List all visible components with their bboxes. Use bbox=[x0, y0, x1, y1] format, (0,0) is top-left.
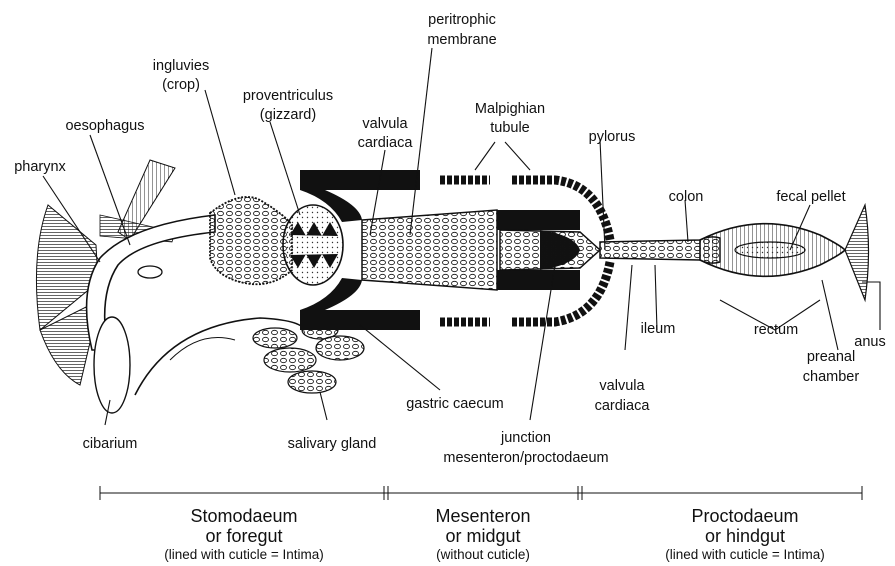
label-cibarium: cibarium bbox=[83, 436, 138, 452]
rectum-drawing bbox=[700, 224, 845, 277]
label-malpighian-2: tubule bbox=[490, 120, 530, 136]
label-peritrophic-1: peritrophic bbox=[428, 12, 496, 28]
oesophagus-ganglion bbox=[138, 266, 162, 278]
section-title: Proctodaeum bbox=[691, 506, 798, 526]
label-anus: anus bbox=[854, 334, 885, 350]
midgut bbox=[362, 210, 497, 290]
label-proventriculus-1: proventriculus bbox=[243, 88, 333, 104]
section-proctodaeum: Proctodaeum or hindgut (lined with cutic… bbox=[665, 506, 824, 562]
anus-fan bbox=[845, 205, 869, 300]
section-title: Stomodaeum bbox=[190, 506, 297, 526]
label-pylorus: pylorus bbox=[589, 129, 636, 145]
label-ingluvies-1: ingluvies bbox=[153, 58, 209, 74]
label-proventriculus-2: (gizzard) bbox=[260, 107, 316, 123]
label-valvula-bottom-1: valvula bbox=[599, 378, 645, 394]
label-oesophagus: oesophagus bbox=[65, 118, 144, 134]
section-note: (lined with cuticle = Intima) bbox=[665, 547, 824, 562]
section-subtitle: or midgut bbox=[445, 526, 520, 546]
section-brackets bbox=[100, 486, 862, 500]
fecal-pellet-shape bbox=[735, 242, 805, 258]
section-stomodaeum: Stomodaeum or foregut (lined with cuticl… bbox=[164, 506, 323, 562]
section-note: (without cuticle) bbox=[436, 547, 530, 562]
label-malpighian-1: Malpighian bbox=[475, 101, 545, 117]
label-ingluvies-2: (crop) bbox=[162, 77, 200, 93]
section-subtitle: or foregut bbox=[205, 526, 282, 546]
label-fecal-pellet: fecal pellet bbox=[776, 189, 845, 205]
cibarium-sac bbox=[94, 317, 130, 413]
gizzard bbox=[283, 205, 343, 285]
label-pharynx: pharynx bbox=[14, 159, 66, 175]
anatomy-drawing bbox=[36, 160, 868, 413]
label-valvula-top-2: cardiaca bbox=[358, 135, 414, 151]
midgut-posterior bbox=[500, 230, 600, 270]
label-valvula-bottom-2: cardiaca bbox=[595, 398, 651, 414]
label-junction-1: junction bbox=[500, 430, 551, 446]
label-valvula-top-1: valvula bbox=[362, 116, 408, 132]
section-subtitle: or hindgut bbox=[705, 526, 785, 546]
crop bbox=[210, 197, 292, 284]
section-title: Mesenteron bbox=[435, 506, 530, 526]
label-junction-2: mesenteron/proctodaeum bbox=[443, 450, 608, 466]
label-peritrophic-2: membrane bbox=[427, 32, 496, 48]
label-preanal-1: preanal bbox=[807, 349, 855, 365]
label-ileum: ileum bbox=[641, 321, 676, 337]
label-rectum: rectum bbox=[754, 322, 798, 338]
section-mesenteron: Mesenteron or midgut (without cuticle) bbox=[435, 506, 530, 562]
label-gastric-caecum: gastric caecum bbox=[406, 396, 504, 412]
label-preanal-2: chamber bbox=[803, 369, 860, 385]
label-salivary-gland: salivary gland bbox=[288, 436, 377, 452]
label-colon: colon bbox=[669, 189, 704, 205]
section-note: (lined with cuticle = Intima) bbox=[164, 547, 323, 562]
